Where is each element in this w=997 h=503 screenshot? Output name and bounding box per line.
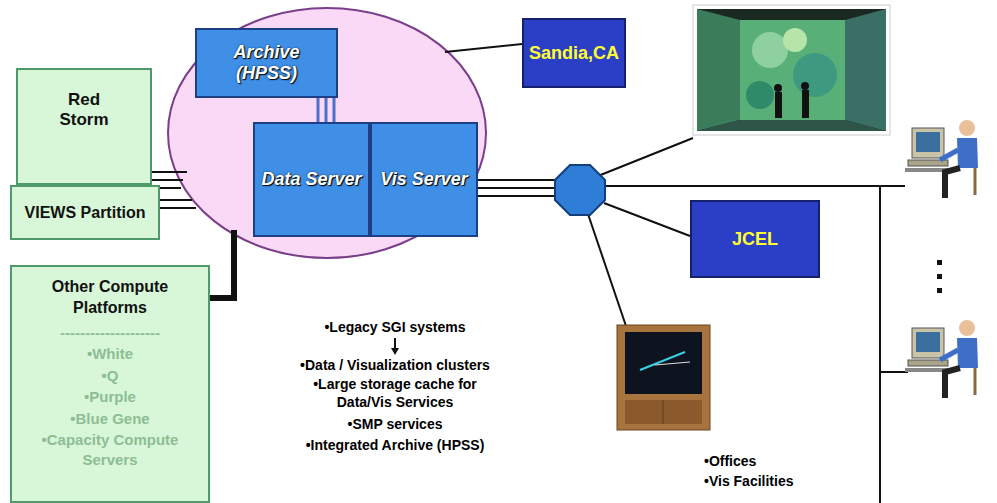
box-label: VIEWS Partition [25, 204, 146, 222]
platform-item: •Q [102, 366, 119, 386]
note-text: •Large storage cache for Data/Vis Servic… [288, 375, 502, 411]
box-label: Archive (HPSS) [203, 42, 330, 83]
compute-box: Red Storm [16, 68, 152, 185]
site-box: JCEL [690, 200, 820, 278]
archive-box: Archive (HPSS) [195, 28, 338, 98]
box-label: JCEL [732, 229, 778, 250]
box-label: Sandia,CA [529, 43, 619, 64]
platform-item: -------------------- [60, 323, 160, 343]
router-octagon [555, 165, 605, 215]
platform-item: •Capacity Compute Servers [18, 430, 202, 469]
bus-connector [318, 98, 334, 122]
down-arrow [391, 338, 399, 355]
box-label: Red Storm [52, 90, 116, 130]
lan-links [588, 138, 908, 503]
platform-item: •Blue Gene [70, 409, 149, 429]
thick-link [210, 230, 234, 298]
cave-photo [693, 5, 890, 135]
platform-item: •White [87, 344, 133, 364]
platform-list-box: Other Compute Platforms -----------------… [10, 265, 210, 503]
server-ellipse [168, 8, 486, 258]
note-text: •Legacy SGI systems [265, 318, 525, 336]
compute-box: VIEWS Partition [10, 185, 160, 240]
note-text: •Vis Facilities [704, 472, 864, 490]
sandia-link [445, 44, 522, 52]
workstation-user [905, 320, 978, 398]
note-text: •SMP services [265, 415, 525, 433]
server-box: Vis Server [370, 122, 478, 237]
note-text: •Integrated Archive (HPSS) [265, 436, 525, 454]
box-label: Vis Server [380, 169, 467, 190]
note-text: •Data / Visualization clusters [265, 356, 525, 374]
site-box: Sandia,CA [522, 18, 626, 88]
note-text: •Offices [704, 452, 864, 470]
workstation-user [905, 120, 978, 198]
ellipsis-dots [937, 260, 942, 293]
router-links [478, 180, 558, 196]
powerwall-picture [617, 325, 710, 430]
box-label: Other Compute Platforms [18, 277, 202, 319]
platform-item: •Purple [84, 387, 136, 407]
server-box: Data Server [253, 122, 370, 237]
box-label: Data Server [261, 169, 361, 190]
